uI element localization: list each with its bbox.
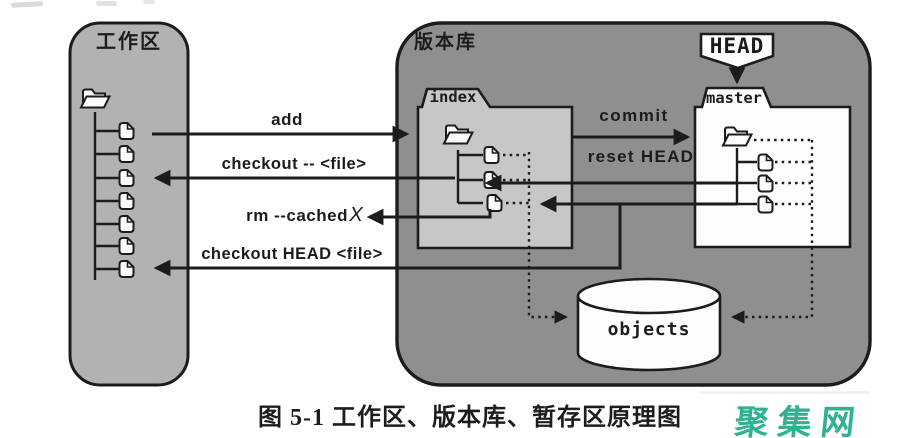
scan-artifact — [95, 0, 118, 7]
add-command-label: add — [271, 110, 303, 129]
index-to-objects-link — [503, 152, 568, 324]
index-folder — [416, 87, 574, 250]
checkout-head-command-label: checkout HEAD <file> — [201, 245, 383, 263]
working-area-file-tree — [80, 88, 135, 280]
master-file-tree — [722, 126, 774, 214]
rm-cached-arrow — [366, 208, 492, 226]
index-file-tree — [443, 124, 503, 212]
head-tag-label: HEAD — [709, 34, 765, 58]
scan-artifact — [143, 0, 155, 4]
working-area-label: 工作区 — [96, 31, 162, 53]
checkout-head-arrow — [153, 204, 622, 277]
objects-database — [576, 277, 722, 372]
rm-cached-x-mark: X — [349, 204, 363, 226]
checkout-file-command-label: checkout -- <file> — [221, 155, 367, 173]
scan-artifact — [700, 391, 870, 394]
objects-database-label: objects — [607, 319, 691, 340]
figure-caption: 图 5-1 工作区、版本库、暂存区原理图 — [258, 405, 682, 431]
index-folder-label: index — [429, 88, 477, 106]
repository-label: 版本库 — [414, 32, 478, 53]
commit-command-label: commit — [599, 106, 669, 125]
reset-head-command-label: reset HEAD — [587, 147, 695, 166]
rm-cached-command-label: rm --cached — [246, 206, 348, 225]
master-folder-label: master — [706, 89, 762, 107]
master-to-objects-link — [731, 138, 814, 324]
head-tag — [699, 32, 775, 70]
watermark: 聚集网 — [732, 404, 866, 438]
